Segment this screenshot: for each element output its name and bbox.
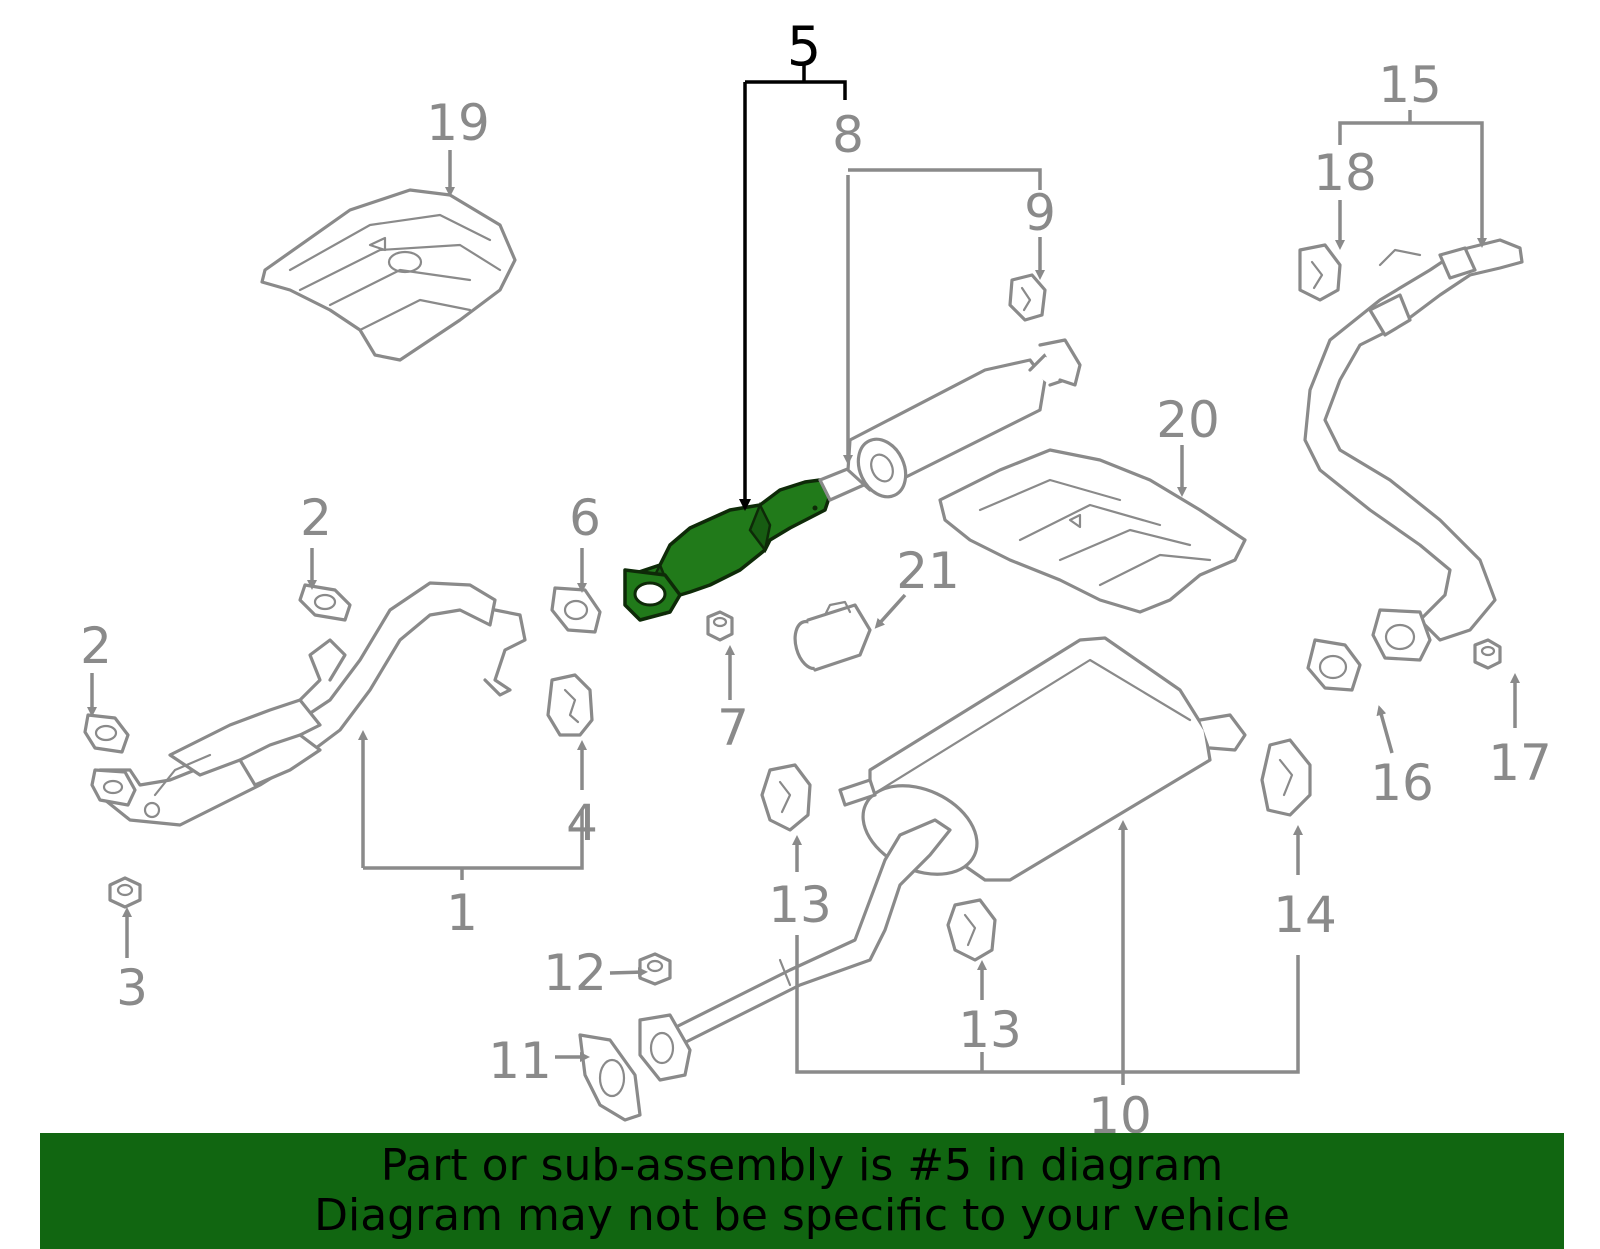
hanger-4 xyxy=(546,673,594,737)
gasket-2-upper xyxy=(298,583,352,622)
center-muffler-8 xyxy=(818,338,1082,502)
callout-11: 11 xyxy=(488,1032,552,1090)
callout-1: 1 xyxy=(446,884,478,942)
heat-shield-20 xyxy=(938,448,1247,614)
callout-17: 17 xyxy=(1488,734,1552,792)
nut-12 xyxy=(638,952,672,986)
callout-4: 4 xyxy=(566,794,598,852)
gasket-2-left xyxy=(83,713,130,754)
notice-banner: Part or sub-assembly is #5 in diagram Di… xyxy=(40,1133,1564,1249)
callout-6: 6 xyxy=(569,489,601,547)
clamp-21 xyxy=(793,600,872,672)
tail-pipe-15 xyxy=(1303,238,1524,662)
hanger-13-lower xyxy=(946,898,997,962)
nut-7 xyxy=(706,610,734,642)
hanger-13-upper xyxy=(760,763,812,832)
callout-5: 5 xyxy=(787,15,821,78)
callout-16: 16 xyxy=(1370,754,1434,812)
hanger-14 xyxy=(1260,738,1312,817)
front-pipe-1 xyxy=(98,581,527,827)
callout-19: 19 xyxy=(426,94,490,152)
banner-line-2: Diagram may not be specific to your vehi… xyxy=(314,1190,1290,1241)
banner-line-1: Part or sub-assembly is #5 in diagram xyxy=(380,1140,1224,1191)
gasket-16 xyxy=(1306,638,1362,692)
nut-3 xyxy=(108,876,142,909)
rear-muffler-10 xyxy=(638,636,1247,1082)
callout-7: 7 xyxy=(717,699,749,757)
catalytic-converter-5-highlighted xyxy=(623,478,832,622)
callout-13-upper: 13 xyxy=(768,876,832,934)
callout-20: 20 xyxy=(1156,391,1220,449)
callout-18: 18 xyxy=(1313,144,1377,202)
flange-left xyxy=(90,768,137,807)
gasket-11 xyxy=(578,1033,642,1122)
heat-shield-19 xyxy=(260,188,517,362)
callout-2-left: 2 xyxy=(80,617,112,675)
leader-lines xyxy=(87,65,1520,1085)
callout-12: 12 xyxy=(543,944,607,1002)
hanger-9 xyxy=(1008,273,1047,322)
callout-15: 15 xyxy=(1378,56,1442,114)
callout-3: 3 xyxy=(116,959,148,1017)
callout-21: 21 xyxy=(896,542,960,600)
callout-9: 9 xyxy=(1024,184,1056,242)
nut-17 xyxy=(1473,638,1502,670)
callout-labels: 5 8 9 19 15 18 20 21 6 2 2 7 4 1 3 13 13… xyxy=(80,15,1552,1145)
callout-13-lower: 13 xyxy=(958,1001,1022,1059)
hanger-18 xyxy=(1298,243,1342,302)
callout-2-upper: 2 xyxy=(300,489,332,547)
callout-8: 8 xyxy=(832,106,864,164)
gasket-6 xyxy=(550,586,602,634)
callout-14: 14 xyxy=(1273,886,1337,944)
